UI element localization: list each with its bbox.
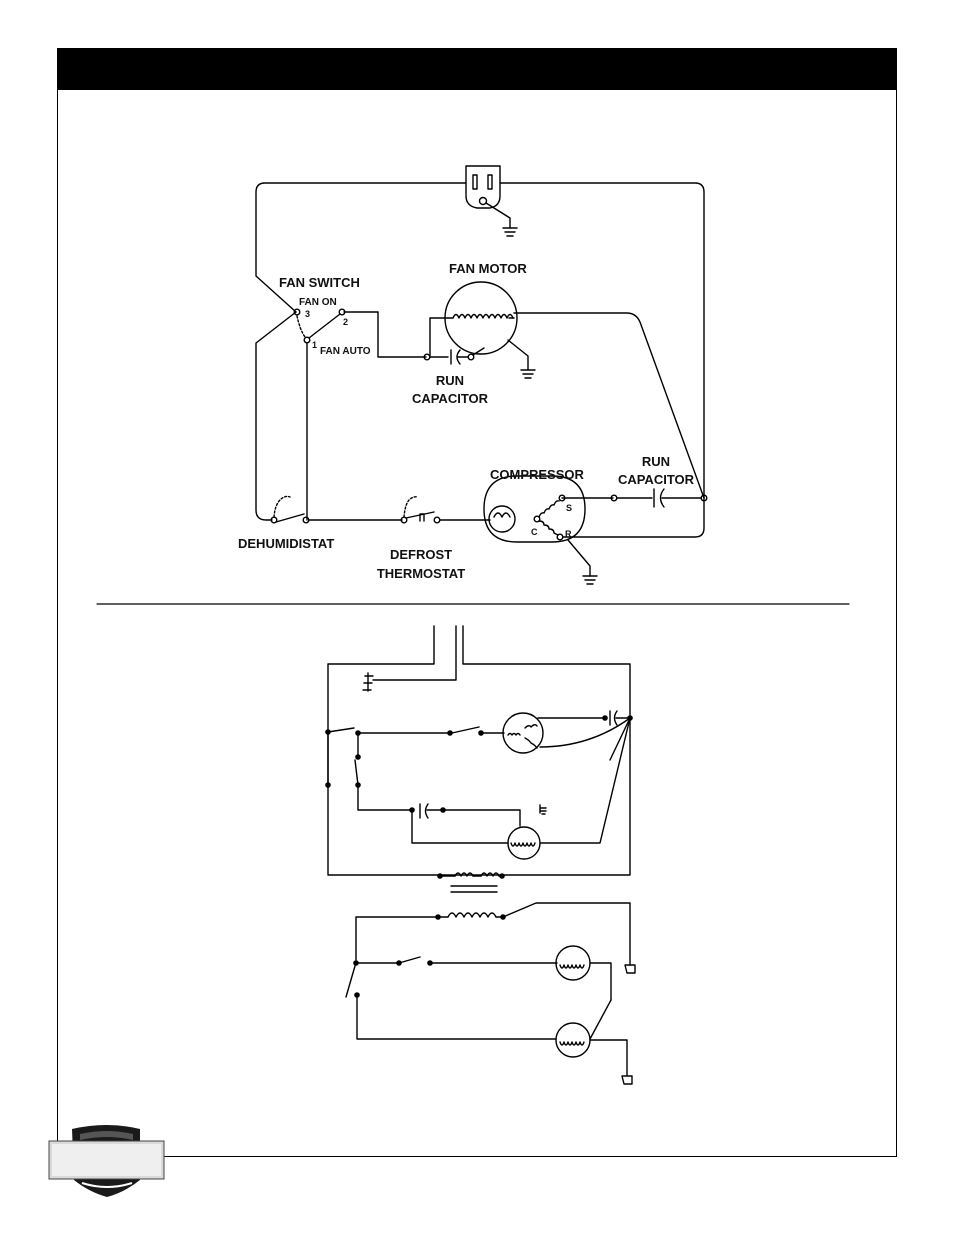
comp-run-capacitor-label-2: CAPACITOR — [618, 472, 695, 487]
ground-icon — [521, 370, 535, 378]
ground-icon — [503, 228, 517, 236]
fan-switch-label: FAN SWITCH — [279, 275, 360, 290]
terminal-r-label: R — [565, 529, 572, 539]
terminal-2-label: 2 — [343, 317, 348, 327]
compressor-label: COMPRESSOR — [490, 467, 585, 482]
junction-dots — [325, 715, 633, 998]
fan-on-label: FAN ON — [299, 297, 337, 308]
power-plug-icon — [466, 166, 500, 208]
fan-motor-label: FAN MOTOR — [449, 261, 527, 276]
shield-logo-icon — [49, 1125, 164, 1197]
terminal-1-label: 1 — [312, 340, 317, 350]
fan-auto-label: FAN AUTO — [320, 346, 371, 357]
dehumidistat-label: DEHUMIDISTAT — [238, 536, 334, 551]
comp-run-capacitor-label-1: RUN — [642, 454, 670, 469]
ground-icon — [583, 576, 597, 584]
defrost-thermostat-label-2: THERMOSTAT — [377, 566, 465, 581]
terminal-c-label: C — [531, 527, 538, 537]
terminal-3-label: 3 — [305, 309, 310, 319]
fan-run-capacitor-label-1: RUN — [436, 373, 464, 388]
terminal-s-label: S — [566, 503, 572, 513]
defrost-thermostat-label-1: DEFROST — [390, 547, 452, 562]
fan-run-capacitor-label-2: CAPACITOR — [412, 391, 489, 406]
